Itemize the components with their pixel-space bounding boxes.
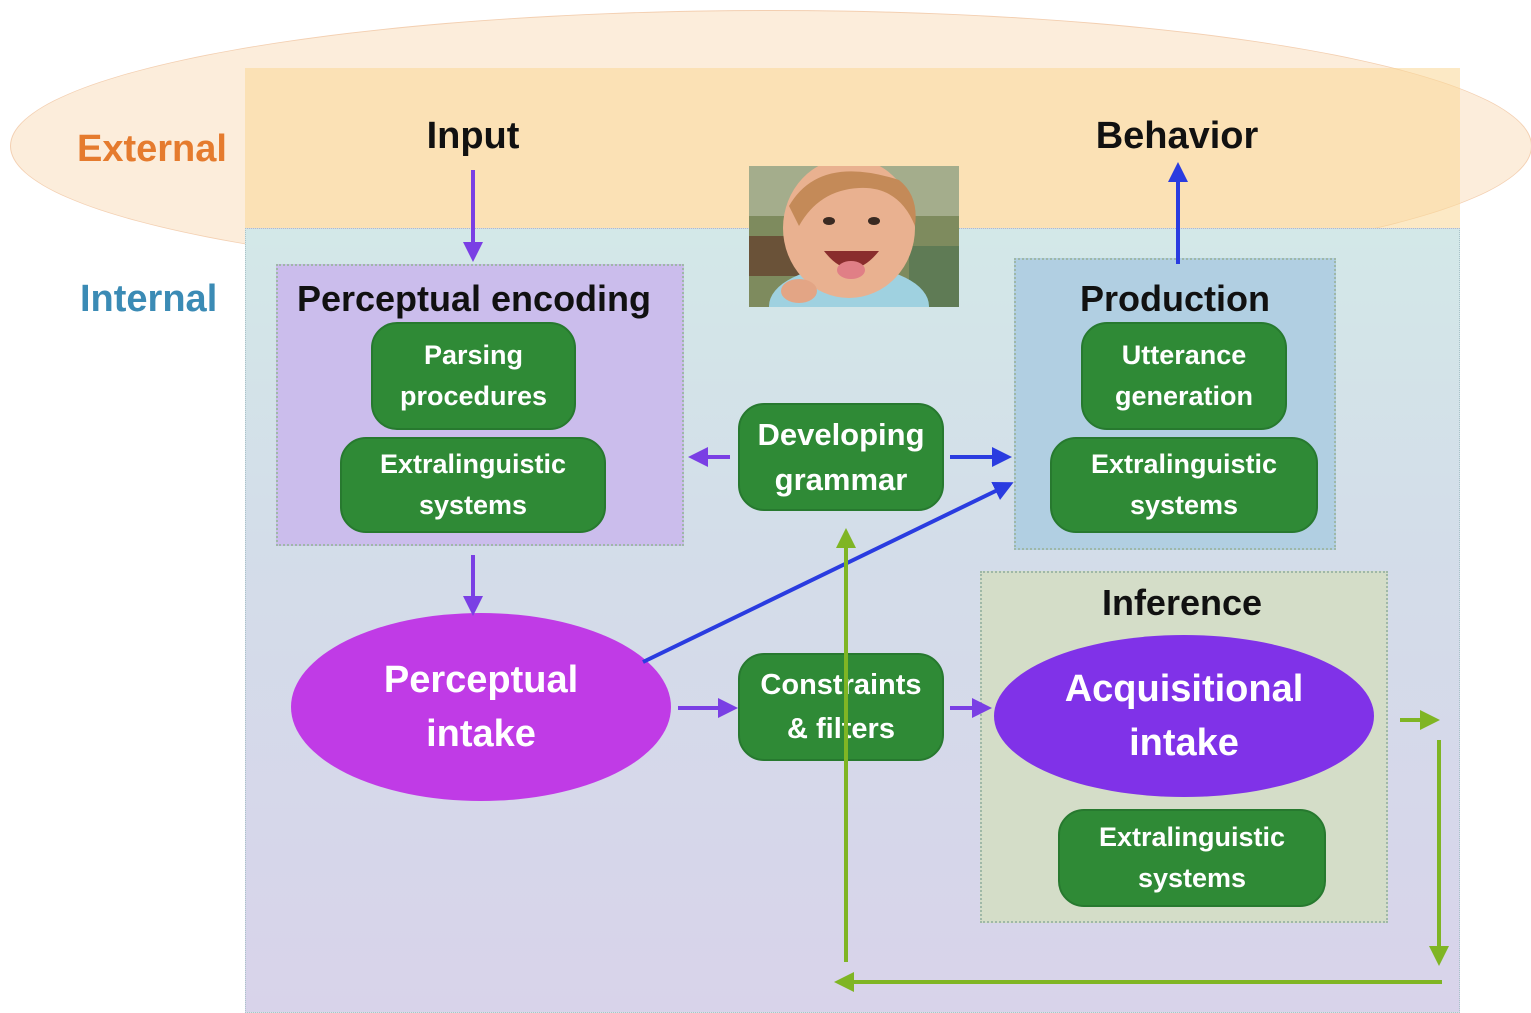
parsing-procedures-text: Parsing procedures — [399, 340, 548, 411]
perceptual-encoding-title: Perceptual encoding — [296, 278, 652, 319]
developing-grammar-text: Developing grammar — [757, 417, 925, 497]
utterance-generation-box: Utterance generation — [1081, 322, 1287, 430]
constraints-filters-text: Constraints & filters — [760, 669, 922, 745]
perceptual-intake-text: Perceptual intake — [383, 659, 579, 755]
behavior-label: Behavior — [1095, 115, 1259, 157]
constraints-filters-box: Constraints & filters — [738, 653, 944, 761]
external-label: External — [77, 128, 227, 170]
inference-title: Inference — [1101, 582, 1263, 623]
parsing-procedures-box: Parsing procedures — [371, 322, 576, 430]
developing-grammar-box: Developing grammar — [738, 403, 944, 511]
input-label: Input — [426, 115, 520, 157]
production-extralinguistic-box: Extralinguistic systems — [1050, 437, 1318, 533]
internal-label: Internal — [80, 278, 218, 320]
production-extralinguistic-text: Extralinguistic systems — [1090, 449, 1278, 520]
acquisitional-intake-text: Acquisitional intake — [1064, 668, 1304, 764]
acquisitional-intake-ellipse: Acquisitional intake — [994, 635, 1374, 797]
encoding-extralinguistic-text: Extralinguistic systems — [379, 449, 567, 520]
inference-extralinguistic-text: Extralinguistic systems — [1098, 822, 1286, 893]
baby-photo — [749, 166, 959, 307]
encoding-extralinguistic-box: Extralinguistic systems — [340, 437, 606, 533]
perceptual-intake-ellipse: Perceptual intake — [291, 613, 671, 801]
baby-illustration — [749, 166, 959, 307]
inference-extralinguistic-box: Extralinguistic systems — [1058, 809, 1326, 907]
utterance-generation-text: Utterance generation — [1114, 340, 1254, 411]
intake-to-production-arrow — [642, 481, 1014, 664]
production-title: Production — [1080, 278, 1270, 319]
